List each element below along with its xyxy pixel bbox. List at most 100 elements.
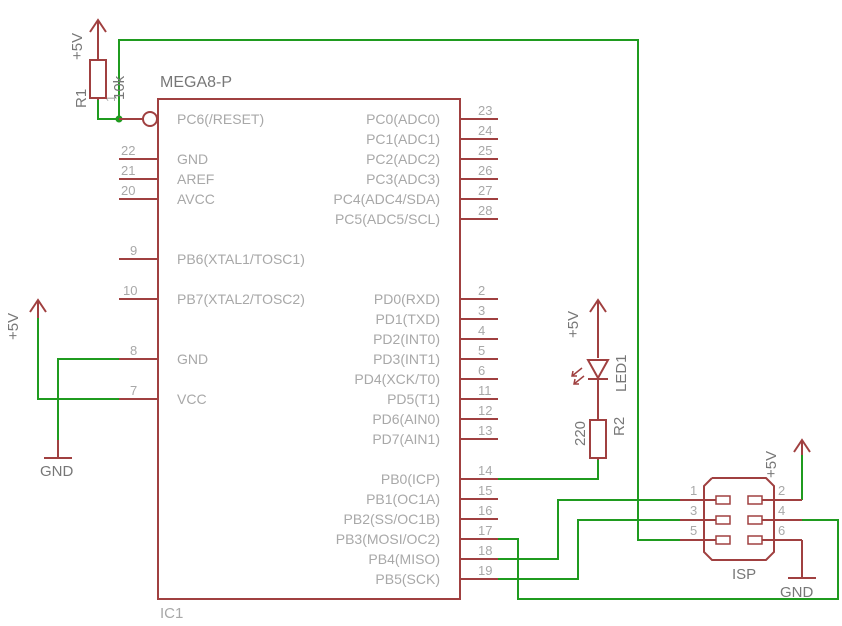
resistor-r1: R1 10k bbox=[73, 20, 128, 108]
light-rays-icon bbox=[571, 367, 585, 385]
pin-num-4: 4 bbox=[478, 323, 485, 338]
pin-num-24: 24 bbox=[478, 123, 492, 138]
r2-body bbox=[589, 419, 607, 459]
led-ref: LED1 bbox=[613, 354, 630, 392]
supply-vcc-left: +5V bbox=[5, 298, 47, 340]
vcc-label-led: +5V bbox=[565, 311, 582, 338]
pin-num-17: 17 bbox=[478, 523, 492, 538]
pin-num-6: 6 bbox=[478, 363, 485, 378]
pin-num-18: 18 bbox=[478, 543, 492, 558]
vcc-label-r1: +5V bbox=[69, 33, 86, 60]
pin-num-2: 2 bbox=[478, 283, 485, 298]
isp-pin-num-5: 5 bbox=[690, 523, 697, 538]
reset-inversion-bubble bbox=[142, 111, 158, 127]
pin-label-pd2: PD2(INT0) bbox=[373, 331, 440, 347]
supply-vcc-isp: +5V bbox=[763, 438, 811, 478]
pin-label-pd3: PD3(INT1) bbox=[373, 351, 440, 367]
pin-num-1: 1 bbox=[103, 95, 118, 102]
pin-label-pd1: PD1(TXD) bbox=[375, 311, 440, 327]
pin-label-pc0: PC0(ADC0) bbox=[366, 111, 440, 127]
isp-header: 1 3 5 2 4 6 ISP bbox=[680, 477, 802, 583]
pin-label-pb1: PB1(OC1A) bbox=[366, 491, 440, 507]
isp-pads bbox=[715, 495, 763, 545]
r2-ref: R2 bbox=[611, 417, 628, 436]
pin-label-gnd-22: GND bbox=[177, 151, 208, 167]
pin-num-22: 22 bbox=[121, 143, 135, 158]
pin-num-16: 16 bbox=[478, 503, 492, 518]
pin-num-28: 28 bbox=[478, 203, 492, 218]
r1-body bbox=[89, 59, 107, 99]
isp-pin-num-3: 3 bbox=[690, 503, 697, 518]
isp-pin-num-1: 1 bbox=[690, 483, 697, 498]
pin-label-pb7: PB7(XTAL2/TOSC2) bbox=[177, 291, 305, 307]
isp-pin-num-2: 2 bbox=[778, 483, 785, 498]
pin-label-pc6: PC6(/RESET) bbox=[177, 111, 264, 127]
isp-body bbox=[703, 477, 775, 561]
r1-value: 10k bbox=[111, 75, 128, 100]
pin-num-8: 8 bbox=[130, 343, 137, 358]
pin-num-11: 11 bbox=[478, 383, 492, 398]
ic-ref: IC1 bbox=[160, 605, 183, 622]
pin-label-pb2: PB2(SS/OC1B) bbox=[344, 511, 440, 527]
pin-label-pd7: PD7(AIN1) bbox=[372, 431, 440, 447]
pin-num-26: 26 bbox=[478, 163, 492, 178]
pin-label-pb5: PB5(SCK) bbox=[375, 571, 440, 587]
pin-num-10: 10 bbox=[123, 283, 137, 298]
pin-label-pc2: PC2(ADC2) bbox=[366, 151, 440, 167]
wire-sck-isp3 bbox=[498, 519, 680, 580]
pin-label-pd5: PD5(T1) bbox=[387, 391, 440, 407]
wire-reset-r1 bbox=[97, 100, 119, 120]
pin-label-pd6: PD6(AIN0) bbox=[372, 411, 440, 427]
supply-vcc-led: +5V bbox=[565, 298, 607, 358]
pin-num-15: 15 bbox=[478, 483, 492, 498]
pin-num-21: 21 bbox=[121, 163, 135, 178]
pin-num-23: 23 bbox=[478, 103, 492, 118]
supply-vcc-r1: +5V bbox=[69, 18, 107, 60]
isp-pin-num-6: 6 bbox=[778, 523, 785, 538]
ic-body bbox=[157, 98, 461, 600]
pin-label-aref: AREF bbox=[177, 171, 214, 187]
pin-num-7: 7 bbox=[130, 383, 137, 398]
pin-label-pc3: PC3(ADC3) bbox=[366, 171, 440, 187]
pin-label-pb6: PB6(XTAL1/TOSC1) bbox=[177, 251, 305, 267]
led-triangle-icon bbox=[586, 359, 610, 381]
pin-num-20: 20 bbox=[121, 183, 135, 198]
pin-num-25: 25 bbox=[478, 143, 492, 158]
supply-gnd-left: GND bbox=[40, 440, 74, 480]
wire-miso-isp1 bbox=[498, 499, 680, 560]
pin-label-pd4: PD4(XCK/T0) bbox=[354, 371, 440, 387]
pin-num-19: 19 bbox=[478, 563, 492, 578]
pin-label-pb3: PB3(MOSI/OC2) bbox=[336, 531, 440, 547]
pin-num-12: 12 bbox=[478, 403, 492, 418]
wire-gnd bbox=[57, 358, 119, 440]
pin-num-3: 3 bbox=[478, 303, 485, 318]
gnd-label-isp: GND bbox=[780, 584, 814, 601]
vcc-label-isp: +5V bbox=[763, 451, 780, 478]
isp-pin-num-4: 4 bbox=[778, 503, 785, 518]
pin-label-pc5: PC5(ADC5/SCL) bbox=[335, 211, 440, 227]
pin-label-pd0: PD0(RXD) bbox=[374, 291, 440, 307]
isp-ref: ISP bbox=[732, 566, 756, 583]
gnd-label-left: GND bbox=[40, 463, 74, 480]
pin-label-pb0: PB0(ICP) bbox=[381, 471, 440, 487]
pin-num-5: 5 bbox=[478, 343, 485, 358]
pin-label-pb4: PB4(MISO) bbox=[368, 551, 440, 567]
wire-reset-isp5 bbox=[118, 39, 680, 541]
led-led1: LED1 bbox=[571, 354, 630, 420]
pin-label-pc4: PC4(ADC4/SDA) bbox=[333, 191, 440, 207]
pin-num-9: 9 bbox=[130, 243, 137, 258]
supply-gnd-isp: GND bbox=[780, 540, 816, 601]
pin-num-14: 14 bbox=[478, 463, 492, 478]
wire-vcc bbox=[37, 318, 119, 400]
r1-ref: R1 bbox=[73, 89, 90, 108]
resistor-r2: 220 R2 bbox=[572, 417, 628, 460]
wire-mosi-isp4 bbox=[498, 519, 839, 600]
pin-num-27: 27 bbox=[478, 183, 492, 198]
r2-value: 220 bbox=[572, 421, 589, 446]
ic-name: MEGA8-P bbox=[160, 74, 232, 91]
ic-mega8: MEGA8-P IC1 1 22 21 20 9 10 8 7 PC6(/RES… bbox=[103, 74, 498, 622]
vcc-arrow-icon bbox=[89, 18, 107, 33]
pin-label-pc1: PC1(ADC1) bbox=[366, 131, 440, 147]
pin-label-vcc: VCC bbox=[177, 391, 207, 407]
